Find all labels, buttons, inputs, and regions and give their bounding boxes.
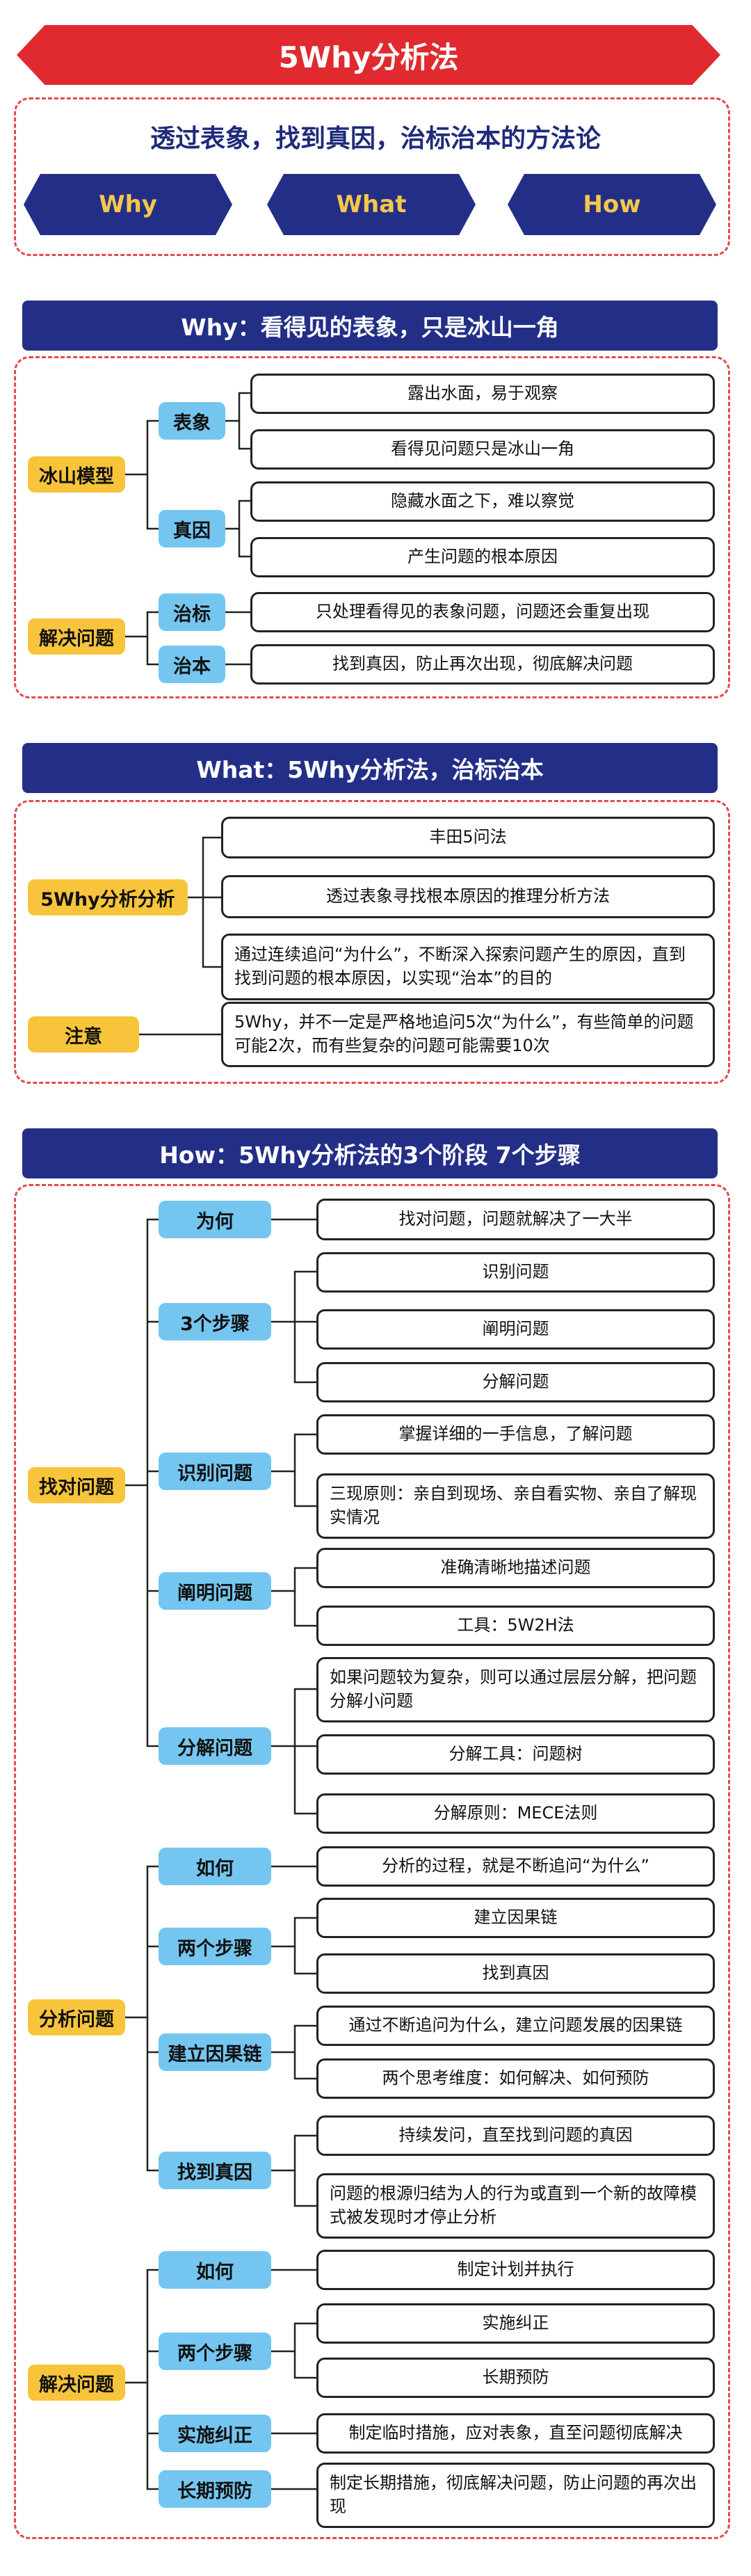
- how-sub: 识别问题: [159, 1453, 271, 1490]
- how-leaf: 两个思考维度：如何解决、如何预防: [316, 2058, 715, 2099]
- why-leaf: 看得见问题只是冰山一角: [250, 429, 715, 470]
- how-leaf: 找到真因: [316, 1953, 715, 1994]
- how-leaf: 通过不断追问为什么，建立问题发展的因果链: [316, 2006, 715, 2046]
- footer-credit: 头条@Excel大全: [585, 2545, 723, 2566]
- how-sub: 两个步骤: [159, 1928, 271, 1965]
- why-header: Why：看得见的表象，只是冰山一角: [22, 301, 718, 351]
- how-leaf: 分析的过程，就是不断追问“为什么”: [316, 1846, 715, 1887]
- how-sub: 3个步骤: [159, 1303, 271, 1341]
- how-sub: 如何: [159, 1848, 271, 1885]
- how-leaf: 准确清晰地描述问题: [316, 1548, 715, 1588]
- what-group-5why: 5Why分析分析: [28, 879, 188, 915]
- why-leaf: 找到真因，防止再次出现，彻底解决问题: [250, 644, 715, 685]
- how-sub: 两个步骤: [159, 2333, 271, 2370]
- how-leaf: 实施纠正: [316, 2303, 715, 2344]
- how-leaf: 分解问题: [316, 1362, 715, 1402]
- how-sub: 建立因果链: [159, 2033, 271, 2071]
- why-leaf: 产生问题的根本原因: [250, 537, 715, 577]
- how-leaf: 如果问题较为复杂，则可以通过层层分解，把问题分解小问题: [316, 1657, 715, 1722]
- how-leaf: 分解工具：问题树: [316, 1734, 715, 1775]
- pill-what[interactable]: What: [267, 174, 476, 235]
- how-leaf: 分解原则：MECE法则: [316, 1793, 715, 1834]
- how-group-analyze: 分析问题: [28, 1999, 125, 2035]
- how-sub: 阐明问题: [159, 1572, 271, 1610]
- why-frame: [14, 356, 730, 698]
- page-title: 5Why分析法: [278, 40, 459, 74]
- how-sub: 为何: [159, 1201, 271, 1238]
- why-group-solve: 解决问题: [28, 618, 125, 655]
- how-leaf: 问题的根源归结为人的行为或直到一个新的故障模式被发现时才停止分析: [316, 2173, 715, 2239]
- what-frame: [14, 800, 730, 1084]
- what-group-note: 注意: [28, 1016, 139, 1053]
- why-group-iceberg: 冰山模型: [28, 456, 125, 493]
- how-sub: 实施纠正: [159, 2415, 271, 2452]
- what-leaf: 通过连续追问“为什么”，不断深入探索问题产生的原因，直到找到问题的根本原因，以实…: [221, 934, 715, 1000]
- how-sub: 长期预防: [159, 2470, 271, 2508]
- why-leaf: 露出水面，易于观察: [250, 374, 715, 414]
- what-leaf: 丰田5问法: [221, 817, 715, 858]
- how-leaf: 持续发问，直至找到问题的真因: [316, 2115, 715, 2156]
- how-leaf: 长期预防: [316, 2358, 715, 2398]
- why-sub-surface: 表象: [159, 402, 225, 440]
- why-leaf: 只处理看得见的表象问题，问题还会重复出现: [250, 592, 715, 632]
- pill-why[interactable]: Why: [24, 174, 232, 235]
- why-sub-rootcause: 真因: [159, 510, 225, 547]
- how-leaf: 阐明问题: [316, 1309, 715, 1350]
- intro-frame: [14, 97, 730, 256]
- how-header: How：5Why分析法的3个阶段 7个步骤: [22, 1128, 718, 1178]
- what-leaf: 5Why，并不一定是严格地追问5次“为什么”，有些简单的问题可能2次，而有些复杂…: [221, 1002, 715, 1067]
- what-leaf: 透过表象寻找根本原因的推理分析方法: [221, 875, 715, 918]
- how-leaf: 找对问题，问题就解决了一大半: [316, 1199, 715, 1240]
- how-leaf: 掌握详细的一手信息，了解问题: [316, 1414, 715, 1455]
- how-sub: 分解问题: [159, 1727, 271, 1765]
- why-sub-symptom-fix: 治标: [159, 593, 225, 631]
- how-leaf: 识别问题: [316, 1252, 715, 1293]
- how-sub: 如何: [159, 2251, 271, 2289]
- title-banner: 5Why分析法: [17, 25, 720, 85]
- how-leaf: 制定长期措施，彻底解决问题，防止问题的再次出现: [316, 2463, 715, 2528]
- how-leaf: 建立因果链: [316, 1898, 715, 1938]
- why-sub-root-fix: 治本: [159, 646, 225, 683]
- pill-how[interactable]: How: [508, 174, 716, 235]
- how-leaf: 工具：5W2H法: [316, 1606, 715, 1646]
- how-group-solve: 解决问题: [28, 2365, 125, 2401]
- how-leaf: 制定临时措施，应对表象，直至问题彻底解决: [316, 2413, 715, 2454]
- why-leaf: 隐藏水面之下，难以察觉: [250, 481, 715, 522]
- how-leaf: 三现原则：亲自到现场、亲自看实物、亲自了解现实情况: [316, 1473, 715, 1539]
- how-frame: [14, 1184, 730, 2539]
- how-leaf: 制定计划并执行: [316, 2250, 715, 2290]
- how-group-find: 找对问题: [28, 1467, 125, 1503]
- how-sub: 找到真因: [159, 2152, 271, 2189]
- what-header: What：5Why分析法，治标治本: [22, 743, 718, 793]
- intro-subtitle: 透过表象，找到真因，治标治本的方法论: [150, 125, 601, 153]
